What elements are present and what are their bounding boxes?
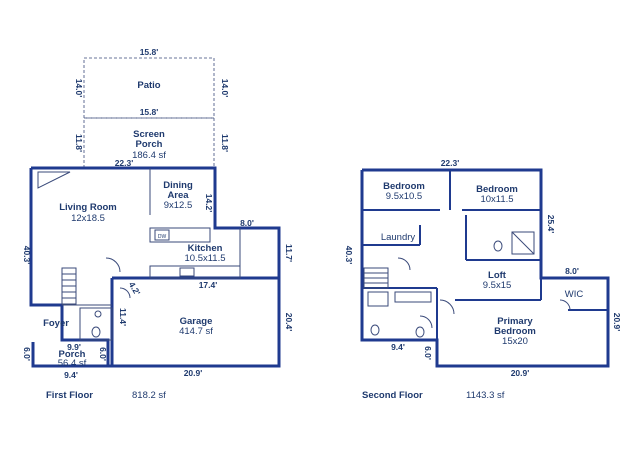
porch-wall — [31, 342, 108, 368]
screen-porch-label-line1: Screen — [133, 129, 165, 140]
dining-label-line2: Area — [167, 190, 189, 201]
shower-icon — [511, 231, 535, 255]
dim-porch-right: 6.0' — [98, 347, 108, 361]
dim-bath-side: 25.4' — [546, 215, 556, 234]
dim-garage-top: 17.4' — [199, 280, 218, 290]
shower-icon — [511, 231, 535, 255]
toilet-icon — [493, 240, 503, 252]
dim-screen-porch-left: 11.8' — [74, 134, 84, 152]
first-floor-area: 818.2 sf — [132, 390, 166, 401]
living-room-size: 12x18.5 — [71, 213, 105, 224]
second-floor-plan: Bedroom 9.5x10.5 Bedroom 10x11.5 Laundry… — [344, 158, 622, 401]
bedroom2-size: 10x11.5 — [480, 194, 513, 205]
kitchen-counter-top — [149, 227, 211, 243]
door-swing-icon — [397, 257, 411, 271]
door-swing-icon — [439, 299, 455, 315]
dim-left-side: 40.3' — [22, 246, 32, 265]
dim-porch-bottom: 9.4' — [64, 370, 78, 380]
foyer-label: Foyer — [43, 318, 69, 329]
dim-porch-left: 6.0' — [22, 347, 32, 361]
dishwasher-label: DW — [158, 234, 167, 240]
door-swing-icon — [559, 299, 571, 311]
vanity-icon — [394, 291, 432, 303]
dim-patio-left: 14.0' — [74, 79, 84, 98]
primary-label-line1: Primary — [497, 316, 533, 327]
dining-label-line1: Dining — [163, 180, 193, 191]
screen-porch-size: 186.4 sf — [132, 150, 166, 161]
stairs-icon — [61, 267, 77, 305]
screen-porch-label-line2: Porch — [136, 139, 163, 150]
kitchen-counter-bottom — [149, 265, 241, 279]
laundry-label: Laundry — [381, 232, 416, 243]
living-room-label: Living Room — [59, 202, 117, 213]
dim-garage-right: 20.4' — [284, 313, 294, 332]
dim-patio-top: 15.8' — [140, 47, 159, 57]
dim-right: 20.9' — [612, 313, 622, 332]
bedroom2-label: Bedroom — [476, 184, 518, 195]
dim-step: 8.0' — [565, 266, 579, 276]
toilet-icon — [415, 326, 425, 338]
dim-porch-top: 9.9' — [67, 342, 81, 352]
dim-step-side: 6.0' — [423, 346, 433, 360]
dim-left: 40.3' — [344, 246, 354, 265]
door-swing-icon — [105, 257, 121, 273]
dim-kitchen-side: 11.7' — [284, 244, 294, 262]
first-floor-exterior-wall — [29, 166, 281, 368]
dim-dining-side: 14.2' — [204, 194, 214, 213]
dim-bottom: 20.9' — [511, 368, 530, 378]
stairs-icon — [363, 267, 389, 289]
garage-size: 414.7 sf — [179, 326, 213, 337]
dim-top: 22.3' — [441, 158, 460, 168]
loft-label: Loft — [488, 270, 507, 281]
dim-patio-right: 14.0' — [220, 79, 230, 98]
first-floor-plan: DW Patio Screen Porch 186.4 sf Dining Ar… — [22, 47, 294, 401]
sink-icon — [94, 310, 102, 318]
door-swing-icon — [419, 315, 433, 329]
tub-icon — [367, 291, 389, 307]
door-swing-icon — [119, 287, 131, 299]
dim-bath-bottom: 9.4' — [391, 342, 405, 352]
powder-room — [79, 307, 113, 341]
dim-house-top: 22.3' — [115, 158, 134, 168]
dim-step: 8.0' — [240, 218, 254, 228]
porch-size: 56.4 sf — [58, 358, 87, 369]
dim-garage-bottom: 20.9' — [184, 368, 203, 378]
dishwasher-icon — [154, 229, 170, 241]
stove-icon — [179, 267, 195, 277]
second-floor-area: 1143.3 sf — [466, 390, 505, 401]
porch-label: Porch — [59, 349, 86, 360]
primary-size: 15x20 — [502, 336, 528, 347]
primary-label-line2: Bedroom — [494, 326, 536, 337]
bedroom1-label: Bedroom — [383, 181, 425, 192]
kitchen-label: Kitchen — [188, 243, 223, 254]
toilet-icon — [370, 324, 380, 336]
loft-size: 9.5x15 — [483, 280, 512, 291]
second-floor-exterior-wall — [360, 168, 610, 368]
dim-patio-bottom: 15.8' — [140, 107, 159, 117]
toilet-icon — [91, 326, 101, 338]
first-floor-title: First Floor — [46, 390, 93, 401]
bedroom1-size: 9.5x10.5 — [386, 191, 422, 202]
dim-foyer-side: 11.4' — [118, 308, 128, 326]
dining-size: 9x12.5 — [164, 200, 193, 211]
dim-screen-porch-right: 11.8' — [220, 134, 230, 152]
second-floor-title: Second Floor — [362, 390, 423, 401]
wic-label: WIC — [565, 289, 584, 300]
patio-label: Patio — [137, 80, 160, 91]
garage-label: Garage — [180, 316, 213, 327]
kitchen-size: 10.5x11.5 — [184, 253, 225, 264]
fireplace-icon — [37, 171, 71, 189]
